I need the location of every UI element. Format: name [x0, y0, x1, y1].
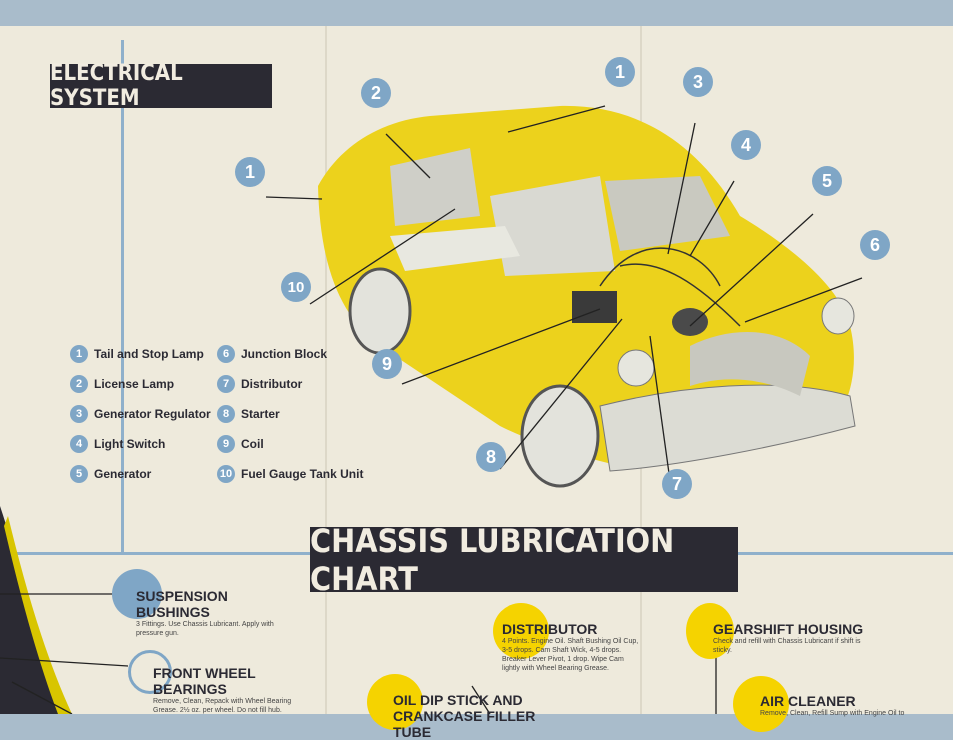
callout-5: 5	[812, 166, 842, 196]
marker-dot	[686, 603, 734, 659]
legend-label: Generator	[94, 467, 152, 481]
legend-label: Distributor	[241, 377, 303, 391]
legend-label: Starter	[241, 407, 280, 421]
legend-number: 7	[217, 375, 235, 393]
lub-title: DISTRIBUTOR	[502, 621, 598, 637]
callout-9: 9	[372, 349, 402, 379]
legend-item: 9 Coil	[217, 435, 264, 453]
car-illustration	[0, 105, 863, 714]
marker-dot	[112, 569, 162, 619]
legend-number: 9	[217, 435, 235, 453]
callout-6: 6	[860, 230, 890, 260]
lub-title: AIR CLEANER	[760, 693, 856, 709]
legend-number: 6	[217, 345, 235, 363]
lub-title: OIL DIP STICK AND CRANKCASE FILLER TUBE	[393, 692, 536, 740]
legend-item: 7 Distributor	[217, 375, 302, 393]
lub-title: GEARSHIFT HOUSING	[713, 621, 864, 637]
legend-item: 4 Light Switch	[70, 435, 165, 453]
legend-label: Tail and Stop Lamp	[94, 347, 204, 361]
legend-number: 3	[70, 405, 88, 423]
marker-ring	[128, 650, 172, 694]
electrical-system-title: ELECTRICAL SYSTEM	[50, 61, 272, 111]
legend-item: 6 Junction Block	[217, 345, 327, 363]
chassis-lubrication-title: CHASSIS LUBRICATION CHART	[310, 522, 738, 598]
legend-number: 5	[70, 465, 88, 483]
lub-title: FRONT WHEEL BEARINGS	[153, 665, 256, 697]
marker-dot	[493, 603, 549, 659]
legend-number: 4	[70, 435, 88, 453]
fold-line	[325, 26, 327, 714]
lub-item-oil-dip-stick: OIL DIP STICK AND CRANKCASE FILLER TUBE	[393, 692, 553, 740]
legend-item: 1 Tail and Stop Lamp	[70, 345, 204, 363]
callout-10: 10	[281, 272, 311, 302]
legend-item: 2 License Lamp	[70, 375, 174, 393]
callout-3: 3	[683, 67, 713, 97]
lub-text: Check and refill with Chassis Lubricant …	[713, 638, 861, 654]
lub-text: 3 Fittings. Use Chassis Lubricant. Apply…	[136, 621, 274, 637]
lub-text: 4 Points. Engine Oil. Shaft Bushing Oil …	[502, 638, 639, 672]
legend-item: 3 Generator Regulator	[70, 405, 211, 423]
legend-item: 5 Generator	[70, 465, 151, 483]
callout-1: 1	[605, 57, 635, 87]
callout-2: 2	[361, 78, 391, 108]
callout-1b: 1	[235, 157, 265, 187]
callout-8: 8	[476, 442, 506, 472]
legend-number: 2	[70, 375, 88, 393]
legend-label: Generator Regulator	[94, 407, 211, 421]
brochure-page: ELECTRICAL SYSTEM 1 2 3 4 5 6 1 10 9 8 7…	[0, 26, 953, 740]
legend-label: Fuel Gauge Tank Unit	[241, 467, 364, 481]
legend-item: 10 Fuel Gauge Tank Unit	[217, 465, 363, 483]
legend-label: Coil	[241, 437, 264, 451]
divider-vertical	[121, 40, 124, 555]
lub-text: Remove, Clean, Repack with Wheel Bearing…	[153, 698, 292, 714]
legend-label: Light Switch	[94, 437, 166, 451]
legend-number: 8	[217, 405, 235, 423]
callout-4: 4	[731, 130, 761, 160]
legend-number: 1	[70, 345, 88, 363]
lub-title: SUSPENSION BUSHINGS	[136, 588, 228, 620]
legend-label: Junction Block	[241, 347, 328, 361]
marker-dot	[367, 674, 423, 730]
lub-text: Remove, Clean, Refill Sump with Engine O…	[760, 710, 905, 717]
callout-7: 7	[662, 469, 692, 499]
legend-item: 8 Starter	[217, 405, 280, 423]
legend-label: License Lamp	[94, 377, 175, 391]
legend-number: 10	[217, 465, 235, 483]
